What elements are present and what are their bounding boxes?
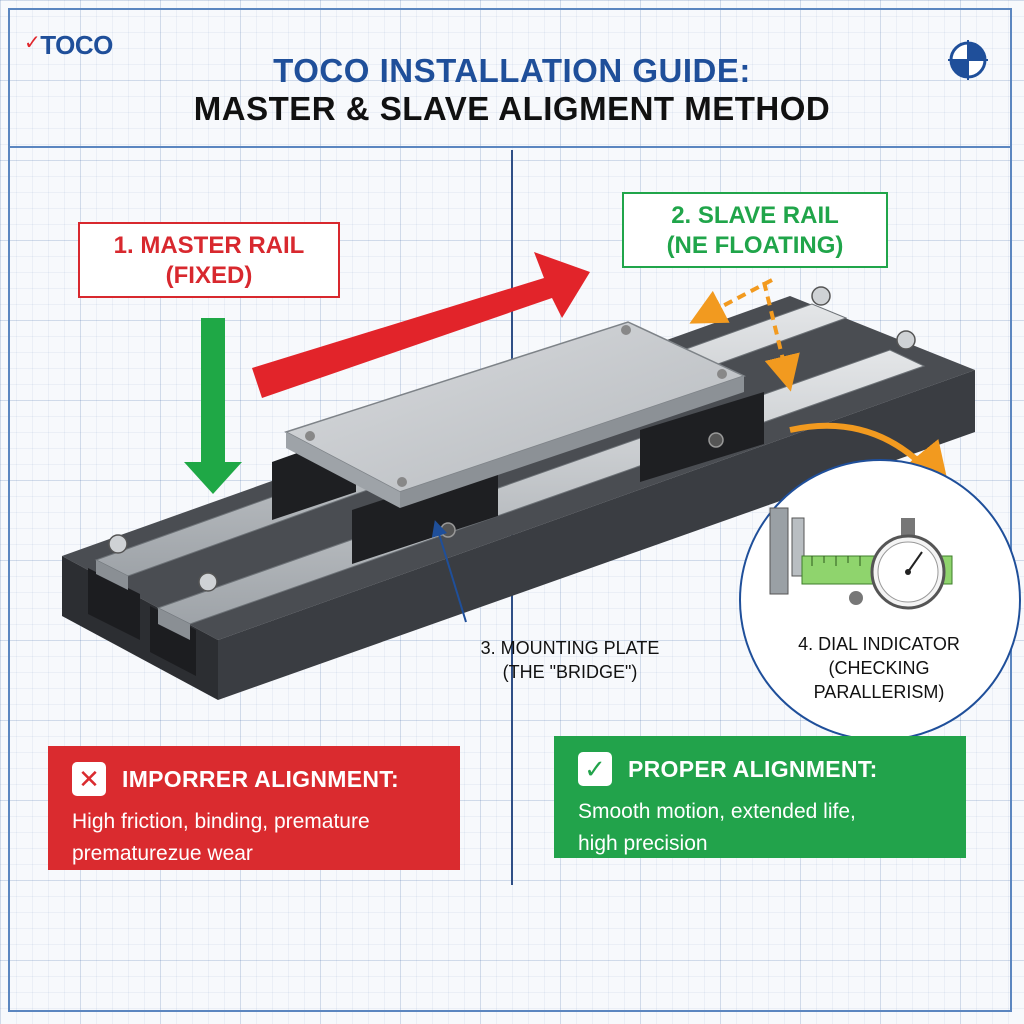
slave-rail-label-line2: (NE FLOATING) [666,232,844,259]
rail-bolt-icon [198,572,218,592]
improper-alignment-text-line2: prematurezue wear [72,842,253,865]
proper-alignment-text: Smooth motion, extended life, high preci… [578,796,966,860]
master-rail-label: 1. MASTER RAIL (FIXED) [78,222,340,298]
improper-alignment-title: IMPORRER ALIGNMENT: [122,765,400,792]
dial-indicator-inset [739,459,1021,741]
page-frame [8,8,1012,1012]
improper-alignment-text: High friction, binding, premature premat… [72,806,460,870]
check-mark-icon: ✓ [578,752,612,786]
rail-bolt-icon [108,534,128,554]
rail-bolt-icon [811,286,831,306]
slave-rail-label: 2. SLAVE RAIL (NE FLOATING) [622,192,888,268]
x-mark-icon: ✕ [72,762,106,796]
proper-alignment-text-line2: high precision [578,832,708,855]
mounting-plate-label-line2: (THE "BRIDGE") [502,662,638,682]
toco-logo: ✓TOCO [24,30,113,61]
header-divider [10,146,1012,148]
proper-alignment-text-line1: Smooth motion, extended life, [578,800,856,823]
red-direction-arrow [252,252,590,398]
dial-indicator-label: 4. DIAL INDICATOR (CHECKING PARALLERISM) [784,632,974,704]
green-down-arrow [184,318,242,494]
dial-indicator-label-line2: (CHECKING [828,658,930,678]
master-rail-label-line2: (FIXED) [165,262,253,289]
slave-rail-label-line1: 2. SLAVE RAIL [671,202,839,229]
master-rail-label-line1: 1. MASTER RAIL [113,232,305,259]
proper-alignment-title: PROPER ALIGNMENT: [628,755,878,782]
target-crosshair-icon [948,40,988,80]
page-title: TOCO INSTALLATION GUIDE: [273,52,751,89]
improper-alignment-panel: ✕ IMPORRER ALIGNMENT: High friction, bin… [48,746,460,870]
logo-text: TOCO [40,30,113,60]
mounting-plate-label-line1: 3. MOUNTING PLATE [480,638,660,658]
mounting-plate-label: 3. MOUNTING PLATE (THE "BRIDGE") [460,636,680,684]
page-subtitle: MASTER & SLAVE ALIGMENT METHOD [193,90,831,127]
rail-bolt-icon [896,330,916,350]
mounting-plate [284,321,747,508]
logo-tick-icon: ✓ [24,32,41,54]
improper-alignment-text-line1: High friction, binding, premature [72,810,370,833]
dial-indicator-label-line3: PARALLERISM) [813,682,945,702]
dial-indicator-label-line1: 4. DIAL INDICATOR [798,634,960,654]
plate-leader-line [431,520,467,623]
proper-alignment-panel: ✓ PROPER ALIGNMENT: Smooth motion, exten… [554,736,966,858]
